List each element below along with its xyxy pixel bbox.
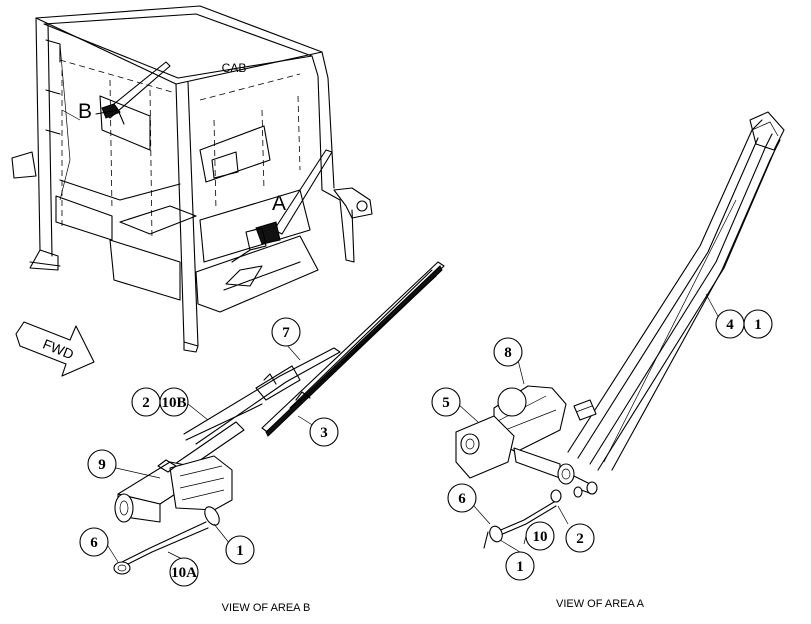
callout-a-4: 4 xyxy=(726,317,734,333)
view-area-a-caption: VIEW OF AREA A xyxy=(556,598,645,610)
callout-a-1: 1 xyxy=(516,559,524,575)
callout-b-7: 7 xyxy=(282,325,290,341)
callout-a-6: 6 xyxy=(458,491,466,507)
fwd-arrow: FWD xyxy=(15,321,95,377)
callout-b-3: 3 xyxy=(320,425,328,441)
callouts-area-b: 7 2 10B 3 9 1 6 10A xyxy=(79,317,339,587)
callout-b-6: 6 xyxy=(90,535,98,551)
callout-a-2: 2 xyxy=(576,531,584,547)
callout-b-10b: 10B xyxy=(161,395,186,411)
callout-a-1-top: 1 xyxy=(754,317,762,333)
view-area-b-caption: VIEW OF AREA B xyxy=(222,602,311,614)
area-a-assembly xyxy=(455,111,785,553)
area-b-marker: B xyxy=(78,100,92,123)
callout-b-10a: 10A xyxy=(171,565,197,581)
callout-b-1: 1 xyxy=(236,543,244,559)
callout-a-5: 5 xyxy=(442,395,450,411)
callouts-area-a: 8 5 4 1 6 10 2 1 xyxy=(431,309,773,581)
area-a-marker: A xyxy=(272,192,286,215)
cab-drawing xyxy=(11,5,373,353)
callout-b-9: 9 xyxy=(98,457,106,473)
callout-a-8: 8 xyxy=(504,345,512,361)
area-b-assembly xyxy=(107,261,445,575)
callout-a-10: 10 xyxy=(533,529,548,545)
cab-label: CAB xyxy=(222,61,247,75)
callout-b-2: 2 xyxy=(142,395,150,411)
